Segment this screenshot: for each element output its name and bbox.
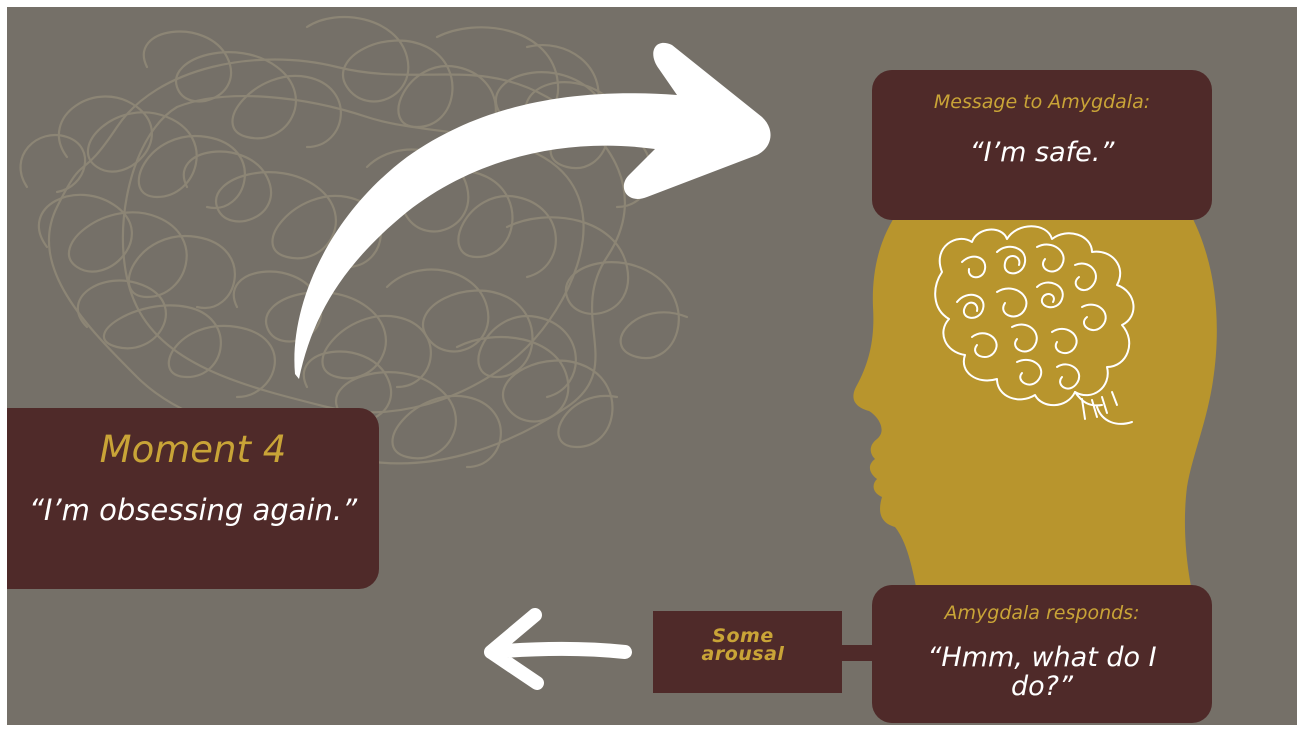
message-quote: “I’m safe.” [969, 137, 1115, 168]
message-label: Message to Amygdala: [933, 91, 1151, 113]
response-label: Amygdala responds: [944, 602, 1140, 624]
moment-quote: “I’m obsessing again.” [28, 493, 358, 527]
response-quote: “Hmm, what do I do?” [927, 642, 1157, 702]
slide: Moment 4 “I’m obsessing again.” Message … [7, 7, 1297, 725]
arrows [294, 42, 771, 690]
response-box: Amygdala responds: “Hmm, what do I do?” [872, 585, 1212, 723]
message-box: Message to Amygdala: “I’m safe.” [872, 70, 1212, 220]
curved-arrow-icon [294, 42, 771, 380]
brain-icon [934, 225, 1135, 425]
left-arrow-icon [484, 608, 632, 690]
arousal-box: Some arousal [653, 611, 842, 693]
connector-bar [841, 645, 873, 661]
head-silhouette [853, 141, 1217, 591]
tangled-scribble [19, 15, 689, 469]
moment-box: Moment 4 “I’m obsessing again.” [7, 408, 379, 589]
moment-title: Moment 4 [99, 428, 287, 471]
arousal-label: Some arousal [701, 625, 785, 665]
